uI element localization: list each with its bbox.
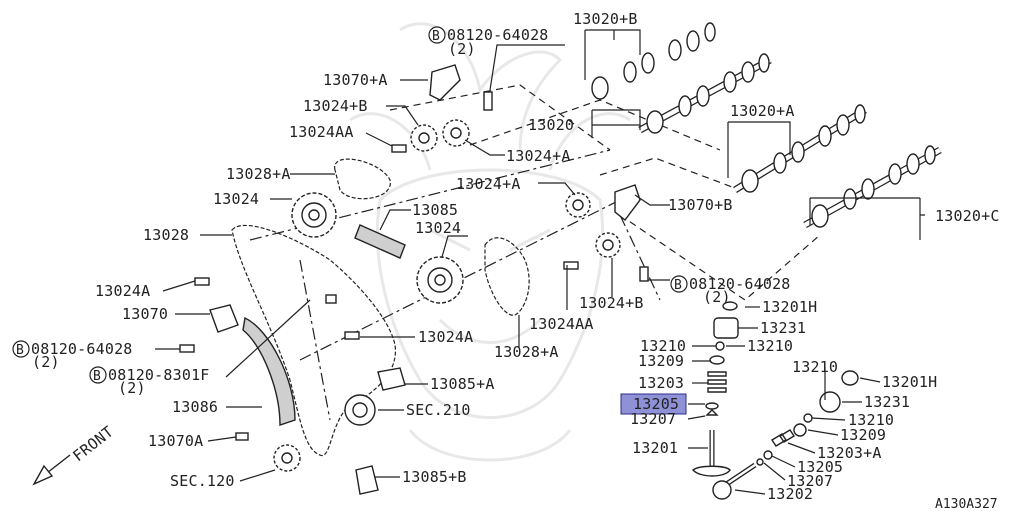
sprocket-13024-a-top [442,119,470,147]
label-13201h-b[interactable]: 13201H [882,373,937,391]
sprocket-sec120 [273,444,301,472]
label-13209-a[interactable]: 13209 [638,352,684,370]
front-label: FRONT [69,423,116,466]
front-arrow-icon [32,454,71,486]
label-bolt-qty-b: (2) [703,288,731,306]
tensioner-13070-b [614,184,641,221]
label-13020[interactable]: 13020 [528,116,574,134]
label-bolt-08120-64028-c[interactable]: 08120-64028 [31,340,133,358]
label-13202[interactable]: 13202 [767,485,813,503]
label-13085[interactable]: 13085 [412,201,458,219]
chain-13028-a-right [484,237,530,316]
label-13028-a-bottom[interactable]: 13028+A [494,343,559,361]
label-bolt-08120-64028-a[interactable]: 08120-64028 [447,26,549,44]
guide-13085 [354,224,406,259]
diagram-code: A130A327 [935,497,998,511]
label-13209-b[interactable]: 13209 [840,426,886,444]
label-13205-highlighted[interactable]: 13205 [633,395,679,413]
label-13207-b[interactable]: 13207 [787,472,833,490]
sprocket-13024-left [291,192,337,238]
camshaft-13020-b [583,22,717,100]
label-13024-a-top[interactable]: 13024+A [506,147,571,165]
highlight-13205[interactable] [620,393,687,415]
label-13210-c[interactable]: 13210 [792,358,838,376]
label-13210-d[interactable]: 13210 [848,411,894,429]
label-bolt-08120-8301f[interactable]: 08120-8301F [108,366,210,384]
label-13085-b[interactable]: 13085+B [402,468,467,486]
label-sec-210[interactable]: SEC.210 [406,401,471,419]
label-13231-b[interactable]: 13231 [864,393,910,411]
samurai-helmet-icon [349,22,631,462]
label-bolt-qty-c: (2) [32,353,60,371]
bolt-marker-4: B [93,369,101,384]
bolt-marker-3: B [16,343,24,358]
guide-13085-b [355,465,379,495]
label-13207-a[interactable]: 13207 [630,410,676,428]
label-13024a-left[interactable]: 13024A [95,282,150,300]
sprocket-13024-b [410,124,438,152]
camshaft-13020-c [803,145,942,229]
label-bolt-qty-a: (2) [448,40,476,58]
label-13024-left[interactable]: 13024 [213,190,259,208]
label-13024-b-right[interactable]: 13024+B [579,294,644,312]
sprocket-13024-center [416,256,464,304]
label-13020-b[interactable]: 13020+B [573,10,638,28]
tensioner-13070 [209,304,239,333]
guide-13086 [242,316,296,426]
bolt-marker-2: B [674,278,682,293]
label-13210-b[interactable]: 13210 [747,337,793,355]
label-bolt-08120-64028-b[interactable]: 08120-64028 [689,275,791,293]
sprocket-13024-b-right [595,232,621,258]
label-13028-a-top[interactable]: 13028+A [226,165,291,183]
leader-lines [155,29,925,495]
label-13024aa-b[interactable]: 13024AA [529,315,594,333]
label-13024-a-mid[interactable]: 13024+A [456,175,521,193]
label-13210-a[interactable]: 13210 [640,337,686,355]
label-13201h-a[interactable]: 13201H [762,298,817,316]
label-13085-a[interactable]: 13085+A [430,375,495,393]
label-13024-b[interactable]: 13024+B [303,97,368,115]
label-13024-center[interactable]: 13024 [415,219,461,237]
valve-assembly-left [691,301,739,477]
camshaft-13020 [638,53,772,134]
label-13231-a[interactable]: 13231 [760,319,806,337]
label-13028[interactable]: 13028 [143,226,189,244]
label-13205-b[interactable]: 13205 [797,458,843,476]
label-13201[interactable]: 13201 [632,439,678,457]
label-13024aa-a[interactable]: 13024AA [289,123,354,141]
label-13203-a[interactable]: 13203+A [817,444,882,462]
label-sec-120[interactable]: SEC.120 [170,472,235,490]
label-13070[interactable]: 13070 [122,305,168,323]
label-13020-c[interactable]: 13020+C [935,207,1000,225]
label-13020-a[interactable]: 13020+A [730,102,795,120]
label-13086[interactable]: 13086 [172,398,218,416]
label-13024a-center[interactable]: 13024A [418,328,473,346]
guide-13085-a [377,367,406,391]
label-13203[interactable]: 13203 [638,374,684,392]
label-13070-a[interactable]: 13070+A [323,71,388,89]
label-bolt-qty-d: (2) [118,379,146,397]
bolts [179,91,649,441]
chain-13028-a-upper [334,158,391,200]
label-13070a[interactable]: 13070A [148,432,203,450]
bolt-marker-1: B [432,29,440,44]
label-13070-b[interactable]: 13070+B [668,196,733,214]
bolt-marker-icon [12,26,688,384]
tensioner-13070-a [429,64,461,101]
sprocket-13024-a-right [565,192,591,218]
camshaft-13020-a [733,104,867,193]
